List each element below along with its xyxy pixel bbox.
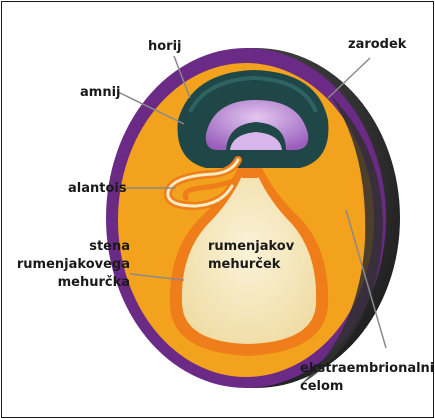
yolk-stalk [238, 168, 262, 178]
label-coelom-line1: ekstraembrionalni [300, 361, 434, 376]
label-yolk-line1: rumenjakov [208, 239, 295, 254]
label-stena-line2: rumenjakovega [17, 257, 130, 272]
label-coelom-line2: celom [300, 379, 343, 394]
label-amnij: amnij [80, 85, 121, 100]
label-alantois: alantois [68, 181, 127, 196]
label-stena-line3: mehurčka [58, 275, 130, 290]
label-stena-line1: stena [89, 239, 130, 254]
label-zarodek: zarodek [348, 37, 407, 52]
label-horij: horij [148, 39, 182, 54]
label-yolk-line2: mehurček [208, 257, 281, 272]
